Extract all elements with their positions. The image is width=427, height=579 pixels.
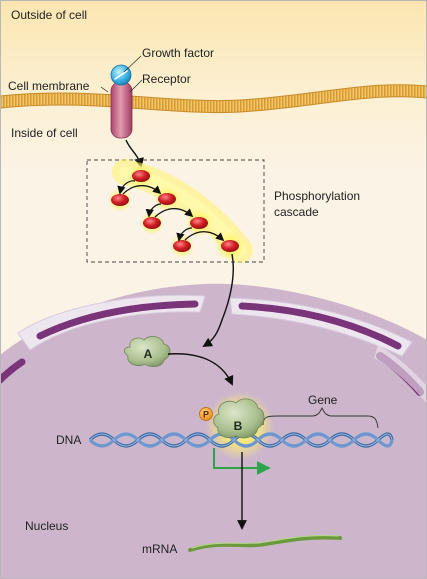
cascade-arrow	[145, 203, 162, 218]
cascade-arrow	[176, 227, 193, 242]
growth-factor-label: Growth factor	[142, 46, 214, 60]
transcription-start-arrow	[213, 448, 271, 475]
nucleus-label: Nucleus	[25, 519, 68, 533]
cascade-arrow	[122, 185, 162, 195]
mrna-label: mRNA	[142, 542, 177, 556]
mrna-strand	[188, 535, 342, 552]
kinase-6	[170, 234, 194, 258]
phosphate-group	[199, 407, 213, 421]
protein-b-label: B	[234, 419, 243, 433]
cascade-arrow	[117, 180, 136, 195]
outside-of-cell-label: Outside of cell	[11, 8, 87, 22]
nuclear-pore-band	[36, 300, 199, 340]
nuclear-envelope-segment	[229, 297, 413, 357]
phosphorylation-cascade-box	[86, 159, 265, 263]
nuclear-envelope-segment	[374, 345, 427, 404]
nuclear-pore-band	[238, 302, 402, 350]
gene-bracket	[262, 406, 379, 429]
cell-membrane-label: Cell membrane	[8, 79, 90, 93]
cascade-arrow	[154, 208, 194, 218]
protein-a-label: A	[144, 347, 153, 361]
membrane-leader-line	[100, 86, 109, 93]
protein-a-to-b-arrow	[167, 353, 234, 386]
receptor	[110, 81, 133, 139]
receptor-label: Receptor	[142, 72, 191, 86]
phosphate-label: P	[203, 410, 209, 420]
kinase-7	[215, 231, 245, 261]
cell-membrane	[0, 84, 427, 114]
dna-strand	[88, 432, 394, 448]
cascade-arrow	[184, 231, 225, 242]
phosphorylation-label: Phosphorylation	[274, 189, 360, 203]
dna-label: DNA	[56, 433, 81, 447]
receptor-leader-line	[129, 79, 143, 93]
gene-label: Gene	[308, 393, 338, 407]
kinase-2	[108, 188, 132, 212]
growth-factor-leader-line	[123, 55, 142, 73]
cascade-label: cascade	[274, 205, 319, 219]
growth-factor-highlight	[114, 70, 128, 80]
mrna-highlight	[191, 534, 339, 549]
protein-b	[213, 398, 265, 439]
kinase-4	[140, 211, 164, 235]
kinase-1	[128, 163, 154, 189]
cascade-to-protein-a-arrow	[202, 253, 234, 348]
nuclear-pore-band	[0, 358, 26, 384]
inside-of-cell-label: Inside of cell	[11, 126, 78, 140]
protein-a	[124, 336, 171, 368]
